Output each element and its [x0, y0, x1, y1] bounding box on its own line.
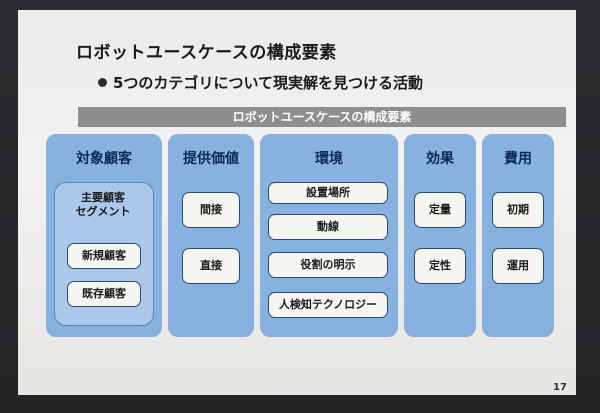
item-main-segment: 主要顧客 セグメント — [75, 191, 131, 218]
item-operation: 運用 — [492, 248, 544, 284]
page-number: 17 — [553, 382, 567, 393]
item-installation-site: 設置場所 — [268, 182, 388, 204]
column-title: 効果 — [426, 151, 454, 167]
item-role-indication: 役割の明示 — [268, 252, 388, 278]
item-new-customer: 新規顧客 — [67, 243, 141, 269]
column-cost: 費用 初期 運用 — [482, 134, 554, 337]
item-indirect: 間接 — [182, 192, 240, 228]
column-value: 提供価値 間接 直接 — [168, 134, 254, 337]
item-flow-line: 動線 — [268, 214, 388, 240]
slide-title: ロボットユースケースの構成要素 — [76, 43, 337, 63]
item-human-detection: 人検知テクノロジー — [268, 292, 388, 318]
column-target-customer: 対象顧客 主要顧客 セグメント 新規顧客 既存顧客 — [46, 134, 162, 337]
bullet-line: 5つのカテゴリについて現実解を見つける活動 — [98, 72, 423, 93]
column-title: 費用 — [504, 151, 532, 167]
item-direct: 直接 — [182, 248, 240, 284]
item-existing-customer: 既存顧客 — [67, 281, 141, 307]
bullet-dot-icon — [98, 78, 107, 87]
column-title: 環境 — [315, 151, 343, 167]
item-qualitative: 定性 — [414, 248, 466, 284]
column-title: 対象顧客 — [76, 151, 132, 167]
section-banner: ロボットユースケースの構成要素 — [78, 107, 566, 127]
column-title: 提供価値 — [183, 151, 239, 167]
customer-group: 主要顧客 セグメント 新規顧客 既存顧客 — [54, 182, 154, 326]
slide: ロボットユースケースの構成要素 5つのカテゴリについて現実解を見つける活動 ロボ… — [18, 10, 576, 395]
item-initial: 初期 — [492, 192, 544, 228]
item-quantitative: 定量 — [414, 192, 466, 228]
column-environment: 環境 設置場所 動線 役割の明示 人検知テクノロジー — [260, 134, 398, 337]
column-effect: 効果 定量 定性 — [404, 134, 476, 337]
bullet-text: 5つのカテゴリについて現実解を見つける活動 — [113, 74, 423, 92]
